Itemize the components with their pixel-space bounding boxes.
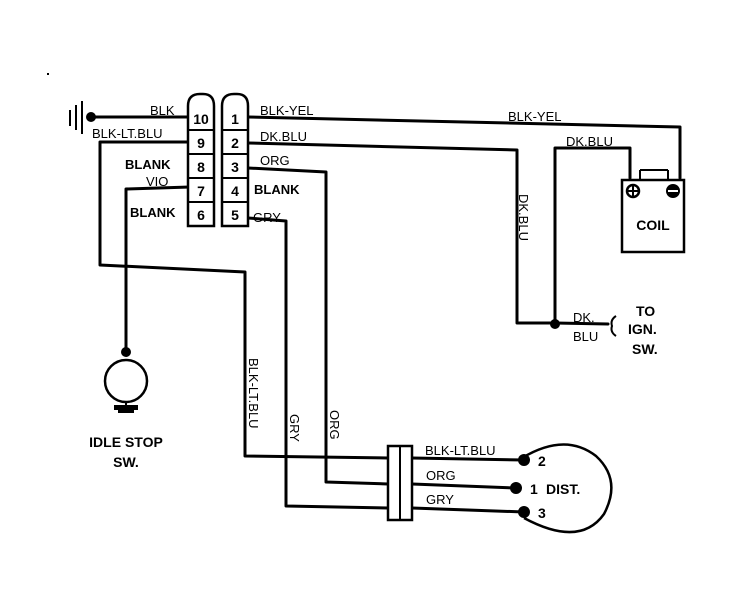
idle-stop-line-2: SW. bbox=[113, 454, 139, 470]
wire-dk-blu-coil bbox=[553, 146, 632, 325]
coil-label: COIL bbox=[636, 217, 670, 233]
label-vertical-blk-lt-blu: BLK-LT.BLU bbox=[246, 358, 261, 429]
label-ign-blu: BLU bbox=[573, 329, 598, 344]
wire-gry bbox=[246, 216, 390, 510]
label-top-blk-yel: BLK-YEL bbox=[508, 109, 561, 124]
wire-to-ign bbox=[553, 321, 610, 326]
label-coil-dk-blu: DK.BLU bbox=[566, 134, 613, 149]
right-pin-5: 5 bbox=[231, 207, 239, 223]
dist-terminal-label-1: 1 bbox=[530, 481, 538, 497]
label-org-3: ORG bbox=[260, 153, 290, 168]
distributor: 2 1 3 DIST. bbox=[510, 443, 613, 534]
label-dist-gry: GRY bbox=[426, 492, 454, 507]
label-gry-5: GRY bbox=[253, 210, 281, 225]
wire-vio bbox=[124, 185, 192, 352]
ign-line-3: SW. bbox=[632, 341, 658, 357]
ign-bracket bbox=[610, 315, 617, 337]
connector-right: 1 2 3 4 5 bbox=[220, 92, 250, 228]
idle-stop-switch: IDLE STOP SW. bbox=[89, 347, 163, 470]
label-vio: VIO bbox=[146, 174, 168, 189]
label-blank-8: BLANK bbox=[125, 157, 171, 172]
label-dist-blk-lt-blu: BLK-LT.BLU bbox=[425, 443, 496, 458]
right-pin-3: 3 bbox=[231, 159, 239, 175]
label-blank-6: BLANK bbox=[130, 205, 176, 220]
label-blk-lt-blu-9: BLK-LT.BLU bbox=[92, 126, 163, 141]
label-dist-org: ORG bbox=[426, 468, 456, 483]
idle-stop-line-1: IDLE STOP bbox=[89, 434, 163, 450]
distributor-connector bbox=[386, 444, 414, 522]
right-pin-1: 1 bbox=[231, 111, 239, 127]
wire-blk-yel bbox=[246, 115, 682, 180]
ign-line-2: IGN. bbox=[628, 321, 657, 337]
left-pin-10: 10 bbox=[193, 111, 209, 127]
wires bbox=[89, 115, 682, 514]
label-blk: BLK bbox=[150, 103, 175, 118]
dist-terminal-2 bbox=[518, 454, 530, 466]
dist-label: DIST. bbox=[546, 481, 580, 497]
right-pin-4: 4 bbox=[231, 183, 239, 199]
connector-left: 10 9 8 7 6 bbox=[186, 92, 216, 228]
dist-terminal-3 bbox=[518, 506, 530, 518]
label-blank-4: BLANK bbox=[254, 182, 300, 197]
wire-dk-blu-pin2 bbox=[246, 141, 557, 325]
label-vertical-org: ORG bbox=[327, 410, 342, 440]
wire-blk-lt-blu bbox=[98, 140, 390, 460]
wire-dist-3 bbox=[410, 506, 526, 514]
wire-dist-2 bbox=[410, 456, 526, 462]
dist-terminal-label-2: 2 bbox=[538, 453, 546, 469]
label-vertical-dk-blu: DK.BLU bbox=[516, 194, 531, 241]
label-vertical-gry: GRY bbox=[287, 414, 302, 442]
wire-org bbox=[246, 166, 390, 486]
left-pin-6: 6 bbox=[197, 207, 205, 223]
label-blk-yel-1: BLK-YEL bbox=[260, 103, 313, 118]
left-pin-7: 7 bbox=[197, 183, 205, 199]
label-dk-blu-2: DK.BLU bbox=[260, 129, 307, 144]
dist-terminal-label-3: 3 bbox=[538, 505, 546, 521]
right-pin-2: 2 bbox=[231, 135, 239, 151]
dist-terminal-1 bbox=[510, 482, 522, 494]
speck bbox=[47, 73, 49, 75]
label-ign-dk: DK. bbox=[573, 310, 595, 325]
wire-dist-1 bbox=[410, 482, 518, 490]
left-pin-8: 8 bbox=[197, 159, 205, 175]
coil: COIL bbox=[620, 169, 686, 254]
junction-dot bbox=[550, 319, 560, 329]
ign-line-1: TO bbox=[636, 303, 655, 319]
left-pin-9: 9 bbox=[197, 135, 205, 151]
